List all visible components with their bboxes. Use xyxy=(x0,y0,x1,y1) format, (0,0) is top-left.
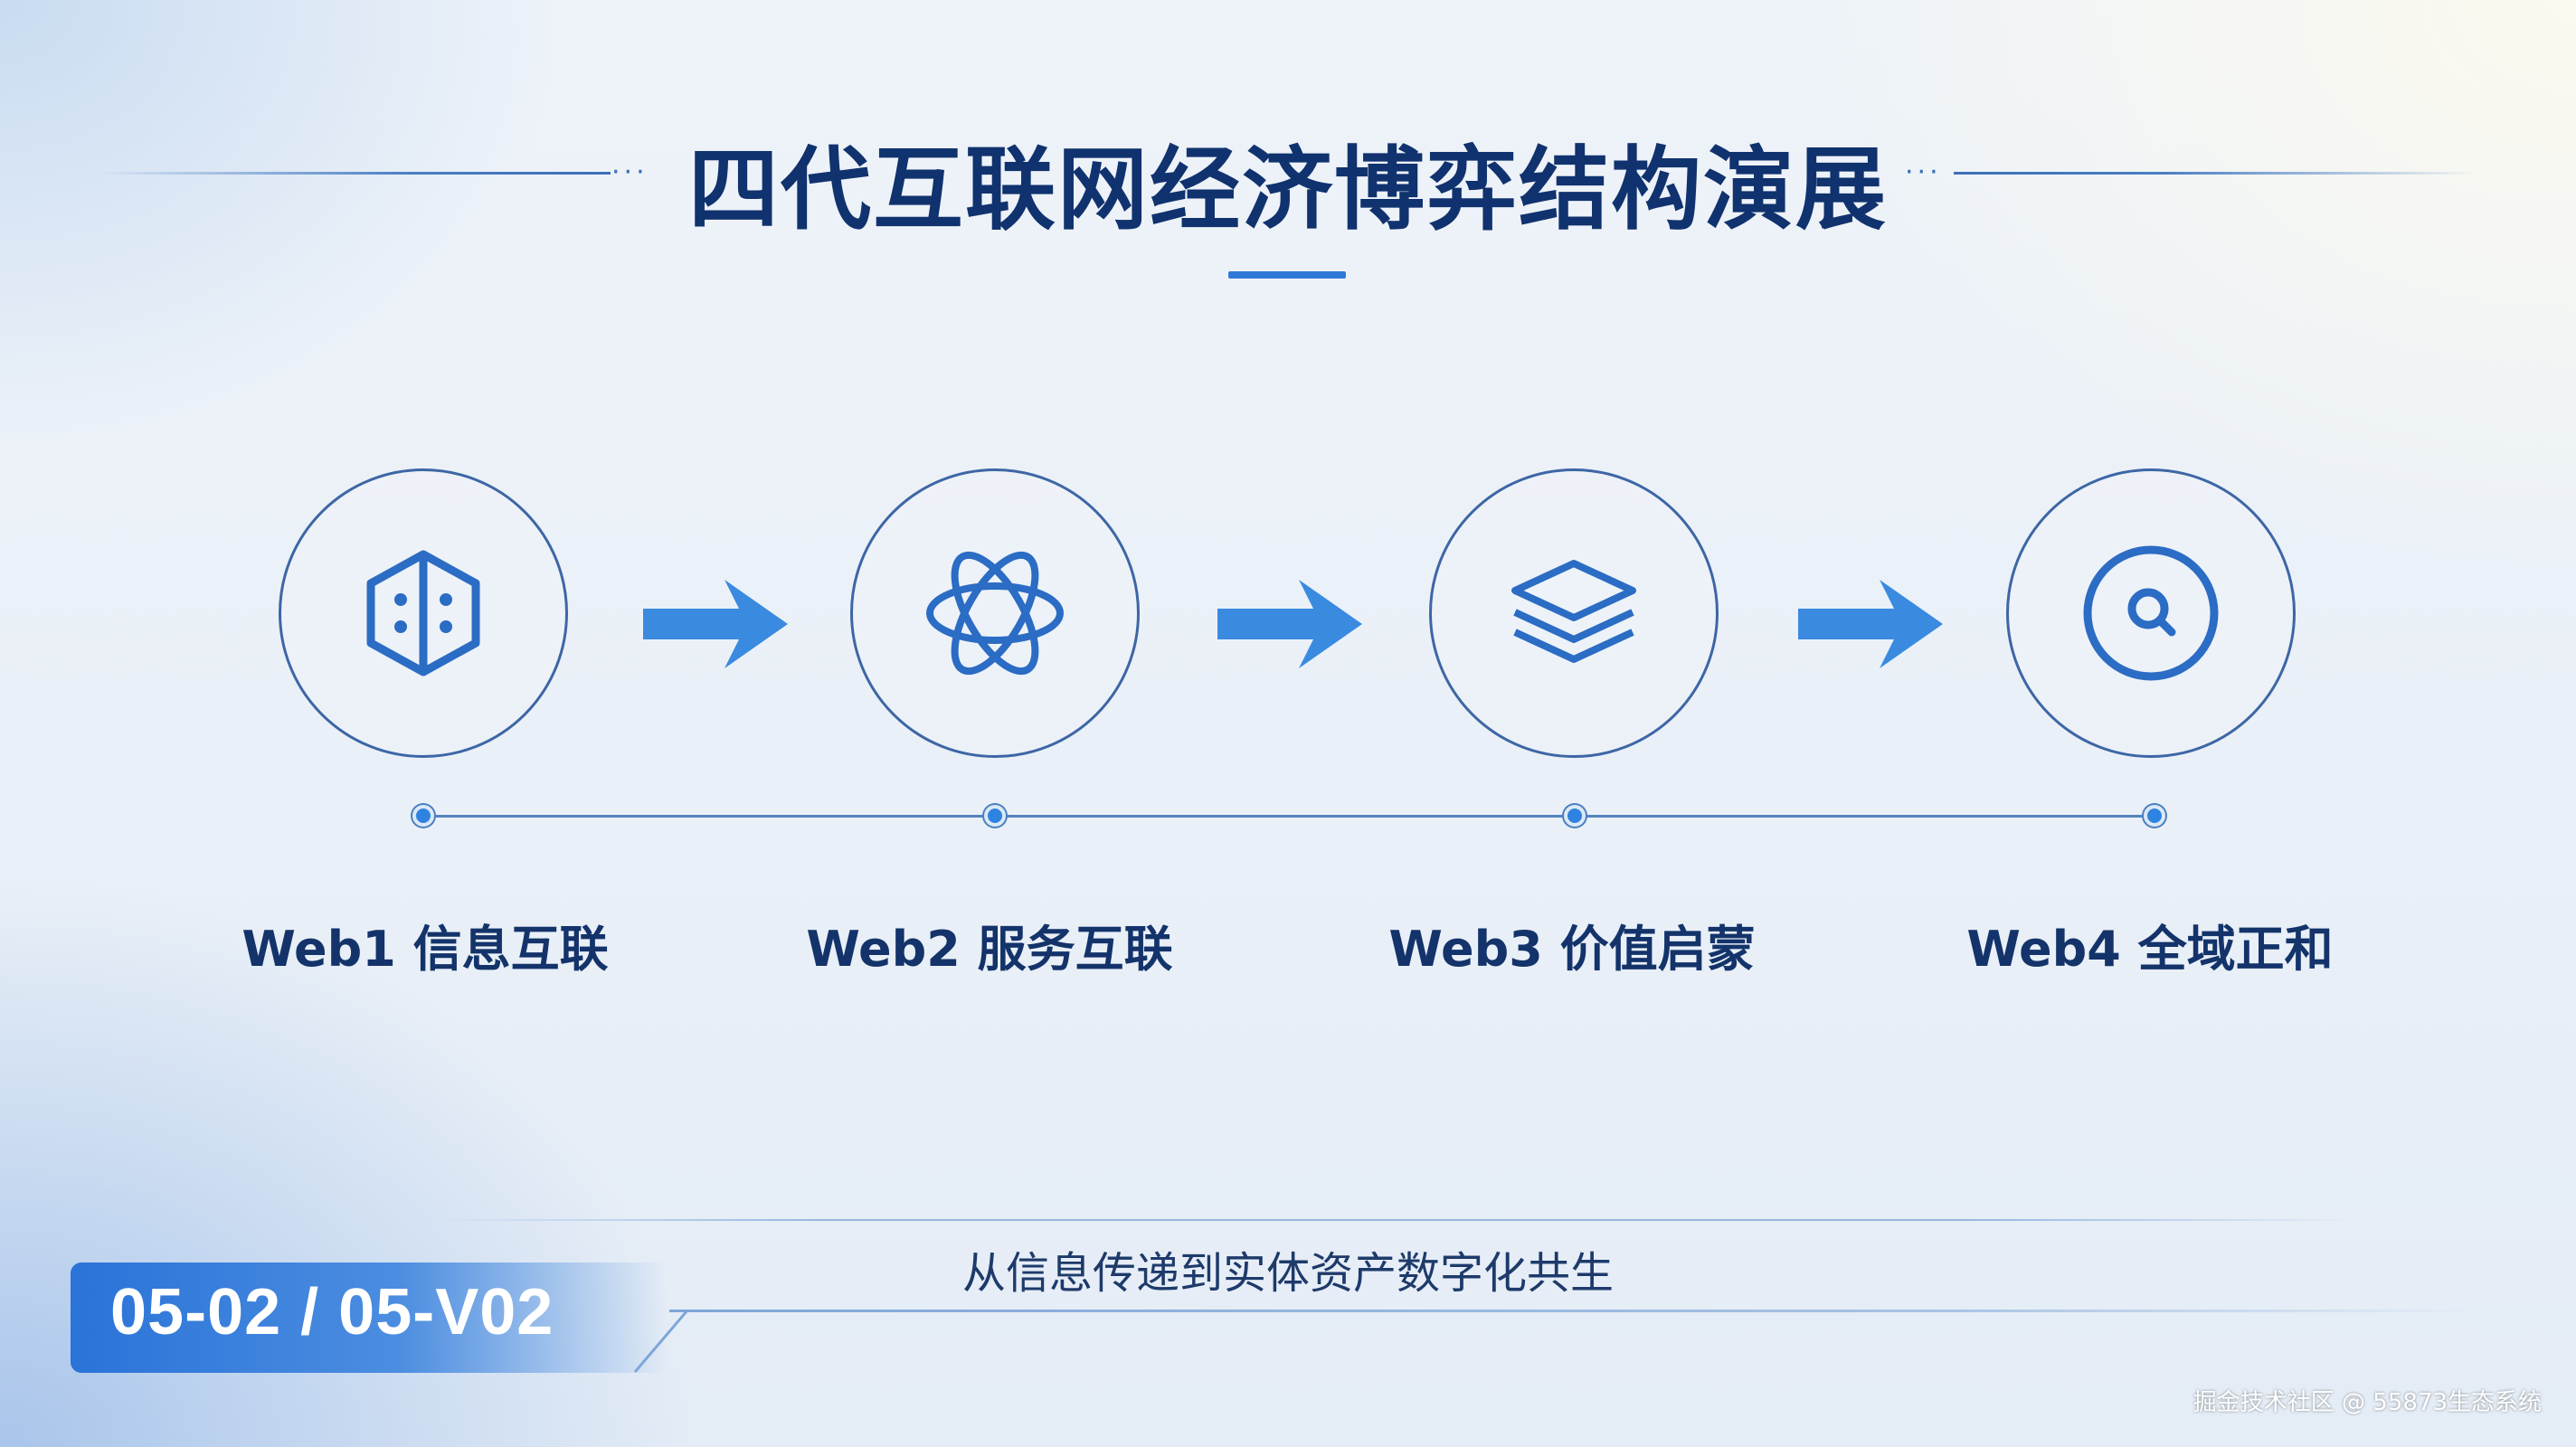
footer-slant-decor xyxy=(633,1310,687,1373)
title-underline-accent xyxy=(1228,271,1346,279)
subtitle: 从信息传递到实体资产数字化共生 xyxy=(961,1248,1614,1299)
header-decor-line-right xyxy=(1954,172,2478,175)
orbit-atom-icon xyxy=(926,551,1064,676)
search-target-icon xyxy=(2083,545,2219,681)
stage-label-web1: Web1 信息互联 xyxy=(242,921,609,978)
hexagon-cube-icon xyxy=(366,550,480,676)
stage-label-web2: Web2 服务互联 xyxy=(806,921,1173,978)
stage-web4-circle xyxy=(2006,468,2296,758)
arrow-right-icon xyxy=(1212,574,1366,674)
timeline-dot xyxy=(412,805,434,827)
arrow-right-icon xyxy=(638,574,791,674)
header-decor-line-left xyxy=(99,172,611,175)
timeline-line xyxy=(423,815,2155,818)
watermark: 掘金技术社区 @ 55873生态系统 xyxy=(2192,1389,2542,1416)
slide-code: 05-02 / 05-V02 xyxy=(110,1276,554,1348)
stacked-layers-icon xyxy=(1511,560,1636,663)
stage-web2-circle xyxy=(850,468,1140,758)
timeline-dot xyxy=(984,805,1006,827)
slide-code-badge xyxy=(71,1263,668,1373)
footer-divider-top xyxy=(434,1219,2352,1221)
stage-web3-circle xyxy=(1429,468,1719,758)
timeline-dot xyxy=(1564,805,1586,827)
stage-label-web4: Web4 全域正和 xyxy=(1966,921,2334,978)
header-decor-dots-right: ··· xyxy=(1905,156,1942,188)
stage-label-web3: Web3 价值启蒙 xyxy=(1388,921,1756,978)
timeline-dot xyxy=(2144,805,2165,827)
stage-web1-circle xyxy=(279,468,568,758)
arrow-right-icon xyxy=(1793,574,1946,674)
footer-divider xyxy=(669,1310,2478,1312)
page-title: 四代互联网经济博弈结构演展 xyxy=(688,137,1888,242)
